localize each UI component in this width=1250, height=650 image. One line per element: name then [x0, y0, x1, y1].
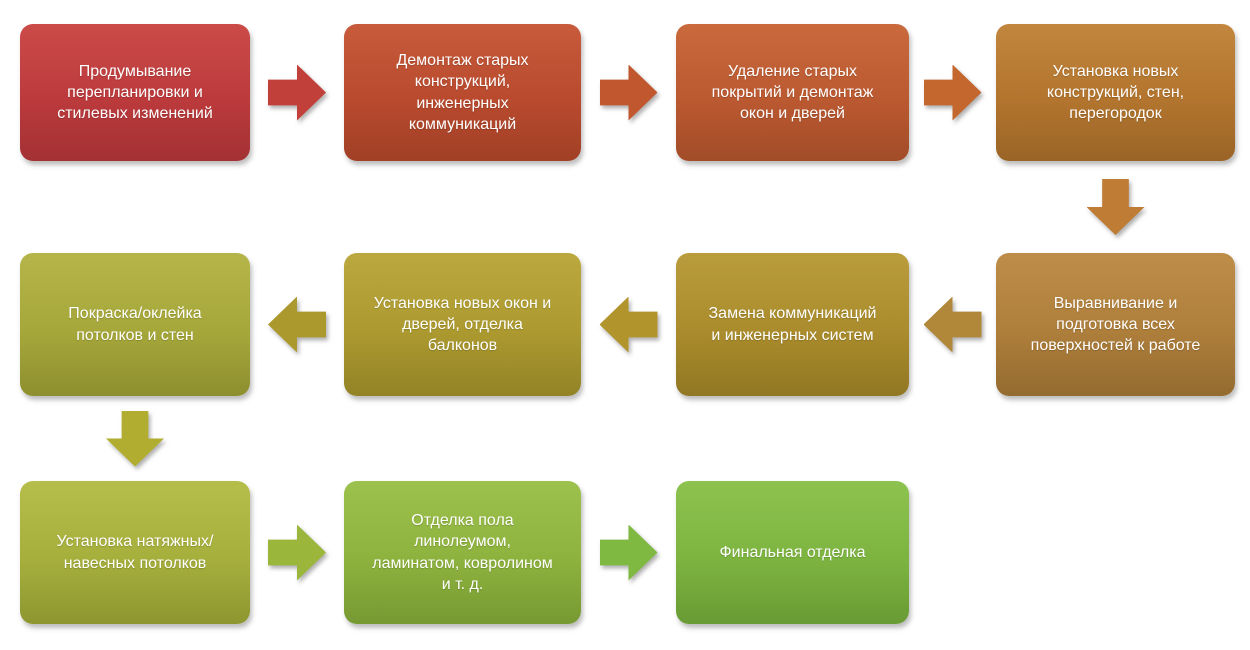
arrow-left-icon	[923, 296, 982, 353]
flow-box-step-2: Демонтаж старых конструкций, инженерных …	[344, 24, 581, 161]
arrow-right-icon	[599, 524, 658, 581]
arrow-shape	[599, 296, 658, 353]
arrow-shape	[268, 296, 326, 353]
arrow-right-icon	[923, 64, 982, 121]
arrow-shape	[599, 64, 658, 121]
arrow-right-icon	[268, 524, 326, 581]
flow-box-step-10: Отделка пола линолеумом, ламинатом, ковр…	[344, 481, 581, 624]
arrow-shape	[923, 296, 982, 353]
arrow-down-icon	[1086, 179, 1145, 235]
flow-box-step-3: Удаление старых покрытий и демонтаж окон…	[676, 24, 909, 161]
flow-box-step-5: Выравнивание и подготовка всех поверхнос…	[996, 253, 1235, 396]
flow-box-label: Покраска/оклейка потолков и стен	[68, 305, 202, 344]
flow-box-label: Отделка пола линолеумом, ламинатом, ковр…	[372, 512, 553, 593]
flow-box-label: Замена коммуникаций и инженерных систем	[708, 305, 877, 344]
flow-box-step-7: Установка новых окон и дверей, отделка б…	[344, 253, 581, 396]
arrow-down-icon	[106, 410, 164, 467]
arrow-shape	[268, 524, 326, 581]
arrow-shape	[923, 64, 982, 121]
flow-box-label: Финальная отделка	[719, 543, 866, 561]
arrow-left-icon	[599, 296, 658, 353]
flow-box-step-1: Продумывание перепланировки и стилевых и…	[20, 24, 250, 161]
flow-box-step-6: Замена коммуникаций и инженерных систем	[676, 253, 909, 396]
arrow-right-icon	[268, 64, 326, 121]
flow-box-label: Удаление старых покрытий и демонтаж окон…	[711, 62, 874, 123]
flow-box-label: Выравнивание и подготовка всех поверхнос…	[1030, 294, 1201, 355]
flow-box-step-8: Покраска/оклейка потолков и стен	[20, 253, 250, 396]
arrow-left-icon	[268, 296, 326, 353]
flow-box-step-11: Финальная отделка	[676, 481, 909, 624]
flow-box-step-9: Установка натяжных/навесных потолков	[20, 481, 250, 624]
arrow-right-icon	[599, 64, 658, 121]
arrow-shape	[599, 524, 658, 581]
arrow-shape	[1086, 179, 1145, 235]
arrow-shape	[106, 410, 164, 467]
flow-box-label: Продумывание перепланировки и стилевых и…	[57, 62, 213, 123]
flow-box-label: Демонтаж старых конструкций, инженерных …	[396, 52, 529, 133]
flow-box-step-4: Установка новых конструкций, стен, перег…	[996, 24, 1235, 161]
flow-box-label: Установка натяжных/навесных потолков	[56, 533, 214, 572]
arrow-shape	[268, 64, 326, 121]
flow-box-label: Установка новых конструкций, стен, перег…	[1046, 62, 1185, 123]
flow-box-label: Установка новых окон и дверей, отделка б…	[373, 294, 552, 355]
